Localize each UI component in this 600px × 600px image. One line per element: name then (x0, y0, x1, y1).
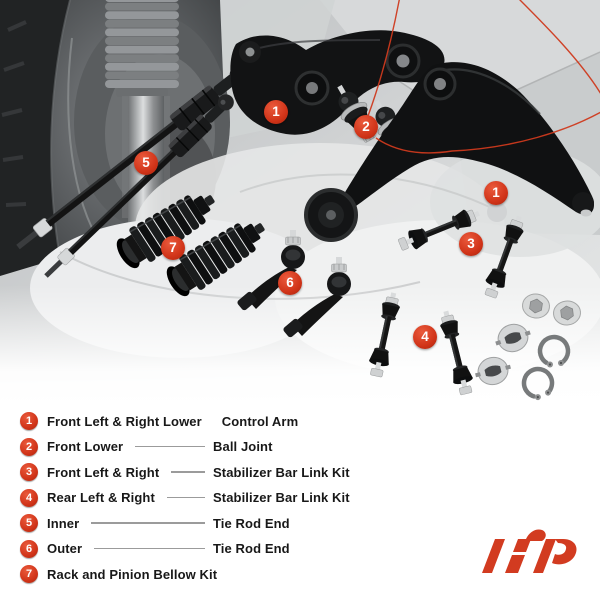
legend-row-5: 5 Inner Tie Rod End (20, 514, 600, 532)
legend-position-label: Front Left & Right Lower (47, 413, 202, 429)
legend-part-name: Control Arm (221, 413, 299, 429)
part-marker-6: 6 (278, 271, 302, 295)
legend-position-label: Rack and Pinion Bellow Kit (47, 566, 218, 582)
legend-number-badge: 3 (20, 463, 38, 481)
part-marker-4: 4 (413, 325, 437, 349)
part-marker-3: 3 (459, 232, 483, 256)
legend-connector-line (94, 547, 205, 550)
legend-row-7: 7 Rack and Pinion Bellow Kit (20, 565, 600, 583)
part-marker-1-right: 1 (484, 181, 508, 205)
legend-connector-line (166, 496, 205, 499)
legend-part-name: Tie Rod End (213, 515, 290, 531)
legend-number-badge: 4 (20, 488, 38, 507)
legend-number-badge: 2 (20, 437, 38, 456)
legend-position-label: Rear Left & Right (47, 490, 155, 505)
legend-number-badge: 1 (20, 412, 38, 430)
legend-number-badge: 5 (20, 514, 38, 532)
photo-scene (0, 0, 600, 405)
legend-number-badge: 6 (20, 539, 38, 558)
legend-number-badge: 7 (20, 565, 38, 583)
part-marker-7: 7 (161, 236, 185, 260)
legend-connector-line (171, 471, 205, 473)
a-premium-logo-mark (482, 529, 577, 573)
legend-row-3: 3 Front Left & Right Stabilizer Bar Link… (20, 463, 600, 481)
suspension-kit-photo: 1 2 1 3 4 5 6 7 (0, 0, 600, 405)
legend-part-name: Stabilizer Bar Link Kit (213, 464, 350, 480)
legend-position-label: Outer (47, 541, 83, 556)
legend-row-2: 2 Front Lower Ball Joint (20, 437, 600, 456)
legend-row-1: 1 Front Left & Right Lower Control Arm (20, 412, 600, 430)
legend-part-name: Tie Rod End (213, 541, 290, 556)
part-marker-5: 5 (134, 151, 158, 175)
legend-connector-line (91, 522, 205, 524)
legend-part-name: Ball Joint (213, 439, 273, 454)
part-marker-2: 2 (354, 115, 378, 139)
legend-position-label: Inner (47, 515, 80, 531)
legend-position-label: Front Lower (47, 439, 124, 454)
legend-row-6: 6 Outer Tie Rod End (20, 539, 600, 558)
legend-position-label: Front Left & Right (47, 464, 160, 480)
part-marker-1-left: 1 (264, 100, 288, 124)
legend-part-name: Stabilizer Bar Link Kit (213, 490, 350, 505)
legend-connector-line (135, 445, 205, 448)
brand-logo (474, 526, 586, 584)
legend-row-4: 4 Rear Left & Right Stabilizer Bar Link … (20, 488, 600, 507)
parts-legend: 1 Front Left & Right Lower Control Arm 2… (0, 405, 600, 600)
